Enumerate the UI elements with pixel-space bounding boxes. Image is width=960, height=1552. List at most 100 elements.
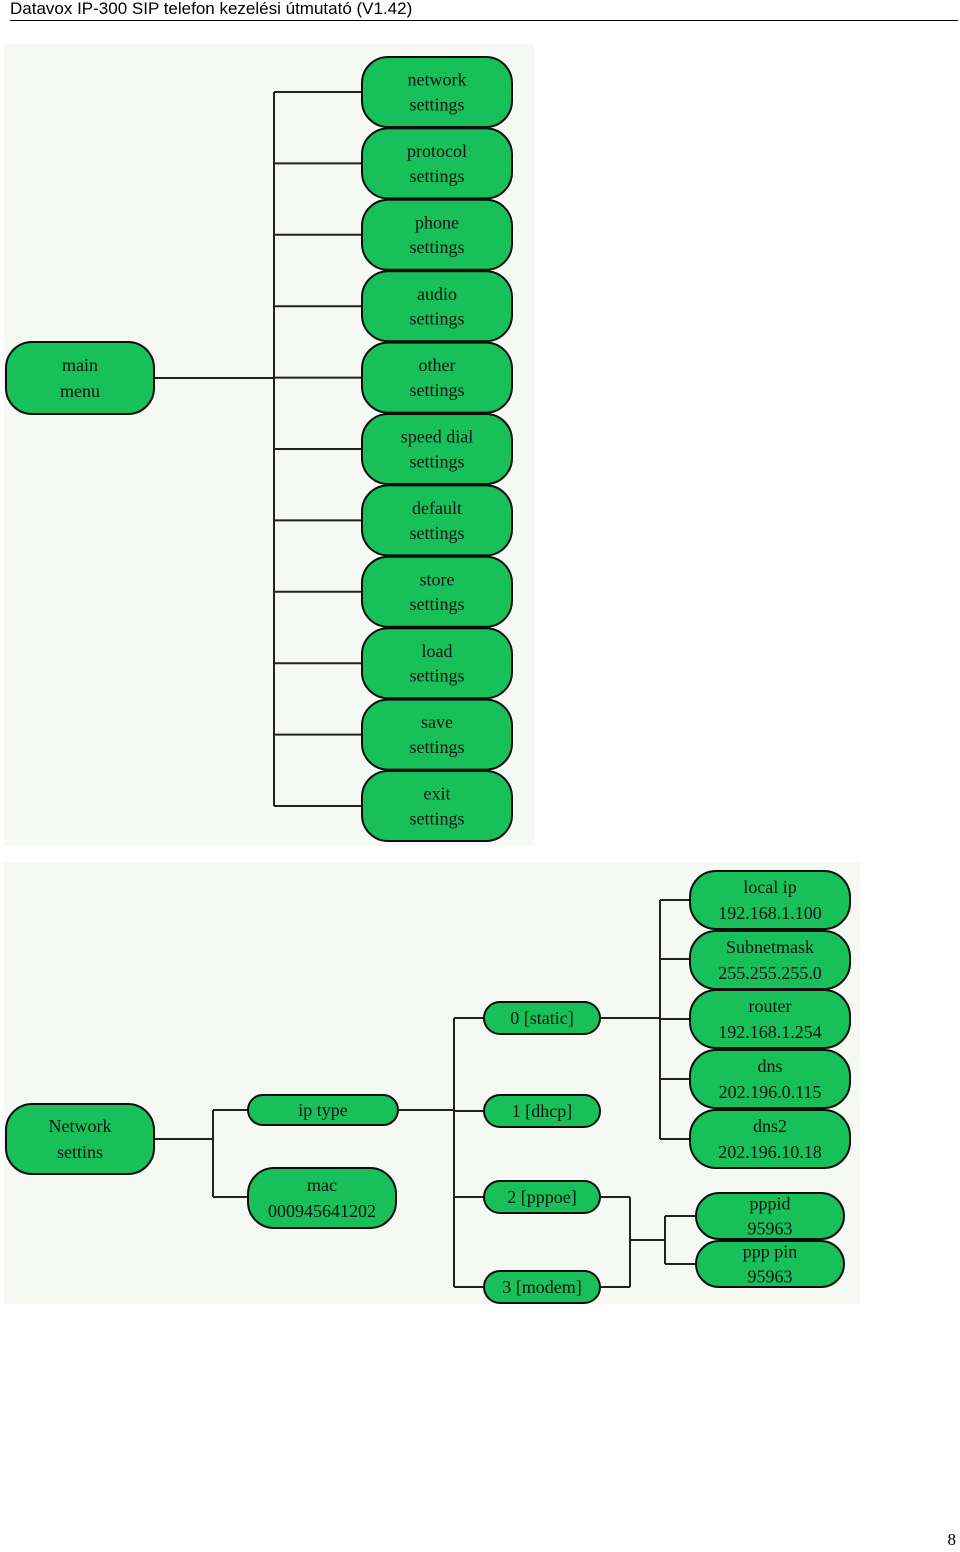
main-menu-node: main menu xyxy=(5,341,155,415)
exit-settings-node-shape xyxy=(361,770,513,842)
dns2-node-shape xyxy=(689,1109,851,1169)
router-node-label-line-2: 192.168.1.254 xyxy=(718,1022,822,1042)
network-settings-node-shape xyxy=(361,56,513,128)
pppid-node-label-line-1: pppid xyxy=(749,1194,790,1214)
network-settings-node-label-line-2: settings xyxy=(409,94,464,114)
network-settings-root-node: Network settins xyxy=(5,1103,155,1175)
mac-node-label-line-1: mac xyxy=(307,1175,337,1195)
network-settings-root-node-label-line-1: Network xyxy=(49,1116,112,1136)
dhcp-node-shape xyxy=(483,1094,601,1128)
phone-settings-node-label-line-1: phone xyxy=(415,212,459,232)
ip-type-node: ip type xyxy=(247,1094,399,1126)
ppp-pin-node-shape xyxy=(695,1240,845,1288)
modem-node-label-line-1: 3 [modem] xyxy=(502,1277,581,1297)
local-ip-node-label-line-1: local ip xyxy=(743,877,796,897)
speed-dial-settings-node-shape xyxy=(361,413,513,485)
phone-settings-node-label-line-2: settings xyxy=(409,237,464,257)
dns-node-shape xyxy=(689,1049,851,1109)
pppoe-node-label-line-1: 2 [pppoe] xyxy=(507,1187,576,1207)
default-settings-node-label-line-2: settings xyxy=(409,523,464,543)
default-settings-node-shape xyxy=(361,484,513,557)
audio-settings-node: audio settings xyxy=(361,270,513,343)
other-settings-node: other settings xyxy=(361,341,513,414)
mac-node-label-line-2: 000945641202 xyxy=(268,1201,376,1221)
ppp-pin-node-label-line-1: ppp pin xyxy=(743,1242,798,1262)
ip-type-node-shape xyxy=(247,1094,399,1126)
ip-type-node-label-line-1: ip type xyxy=(298,1100,348,1120)
local-ip-node-shape xyxy=(689,870,851,930)
subnetmask-node-label-line-2: 255.255.255.0 xyxy=(718,963,822,983)
modem-node-shape xyxy=(483,1270,601,1304)
network-settings-node-label-line-1: network xyxy=(408,70,467,90)
static-node: 0 [static] xyxy=(483,1001,601,1035)
dns-node-label-line-1: dns xyxy=(757,1056,782,1076)
local-ip-node: local ip 192.168.1.100 xyxy=(689,870,851,930)
dns2-node-label-line-2: 202.196.10.18 xyxy=(718,1142,822,1162)
router-node-shape xyxy=(689,989,851,1049)
pppid-node-shape xyxy=(695,1192,845,1240)
speed-dial-settings-node-label-line-1: speed dial xyxy=(401,427,473,447)
speed-dial-settings-node-label-line-2: settings xyxy=(409,451,464,471)
exit-settings-node-label-line-2: settings xyxy=(409,808,464,828)
dns2-node-label-line-1: dns2 xyxy=(753,1116,787,1136)
audio-settings-node-label-line-2: settings xyxy=(409,309,464,329)
pppid-node: pppid 95963 xyxy=(695,1192,845,1240)
dns-node: dns 202.196.0.115 xyxy=(689,1049,851,1109)
page-number: 8 xyxy=(947,1530,957,1549)
static-node-label-line-1: 0 [static] xyxy=(510,1008,573,1028)
network-settings-root-node-shape xyxy=(5,1103,155,1175)
save-settings-node-label-line-1: save xyxy=(421,712,453,732)
phone-settings-node: phone settings xyxy=(361,198,513,271)
speed-dial-settings-node: speed dial settings xyxy=(361,413,513,485)
document-header: Datavox IP-300 SIP telefon kezelési útmu… xyxy=(10,0,958,21)
pppoe-node: 2 [pppoe] xyxy=(483,1180,601,1214)
protocol-settings-node-shape xyxy=(361,127,513,200)
audio-settings-node-label-line-1: audio xyxy=(417,284,457,304)
network-settings-node: network settings xyxy=(361,56,513,128)
main-menu-node-label-line-2: menu xyxy=(60,381,100,401)
ppp-pin-node-label-line-2: 95963 xyxy=(748,1266,793,1286)
pppoe-node-shape xyxy=(483,1180,601,1214)
dhcp-node-label-line-1: 1 [dhcp] xyxy=(512,1101,572,1121)
save-settings-node-shape xyxy=(361,698,513,771)
main-menu-node-shape xyxy=(5,341,155,415)
other-settings-node-label-line-1: other xyxy=(419,355,456,375)
local-ip-node-label-line-2: 192.168.1.100 xyxy=(718,903,822,923)
other-settings-node-shape xyxy=(361,341,513,414)
other-settings-node-label-line-2: settings xyxy=(409,380,464,400)
load-settings-node-shape xyxy=(361,627,513,700)
pppid-node-label-line-2: 95963 xyxy=(748,1218,793,1238)
store-settings-node-label-line-1: store xyxy=(420,569,455,589)
ppp-pin-node: ppp pin 95963 xyxy=(695,1240,845,1288)
document-title: Datavox IP-300 SIP telefon kezelési útmu… xyxy=(10,0,413,18)
phone-settings-node-shape xyxy=(361,198,513,271)
dns2-node: dns2 202.196.10.18 xyxy=(689,1109,851,1169)
static-node-shape xyxy=(483,1001,601,1035)
load-settings-node-label-line-1: load xyxy=(422,641,453,661)
exit-settings-node-label-line-1: exit xyxy=(424,784,451,804)
dns-node-label-line-2: 202.196.0.115 xyxy=(719,1082,822,1102)
default-settings-node-label-line-1: default xyxy=(412,498,462,518)
load-settings-node-label-line-2: settings xyxy=(409,666,464,686)
modem-node: 3 [modem] xyxy=(483,1270,601,1304)
load-settings-node: load settings xyxy=(361,627,513,700)
store-settings-node: store settings xyxy=(361,555,513,628)
default-settings-node: default settings xyxy=(361,484,513,557)
exit-settings-node: exit settings xyxy=(361,770,513,842)
protocol-settings-node-label-line-2: settings xyxy=(409,166,464,186)
network-settings-root-node-label-line-2: settins xyxy=(57,1142,103,1162)
audio-settings-node-shape xyxy=(361,270,513,343)
mac-node-shape xyxy=(247,1167,397,1229)
router-node-label-line-1: router xyxy=(749,996,792,1016)
main-menu-node-label-line-1: main xyxy=(62,355,98,375)
store-settings-node-label-line-2: settings xyxy=(409,594,464,614)
protocol-settings-node: protocol settings xyxy=(361,127,513,200)
router-node: router 192.168.1.254 xyxy=(689,989,851,1049)
dhcp-node: 1 [dhcp] xyxy=(483,1094,601,1128)
mac-node: mac 000945641202 xyxy=(247,1167,397,1229)
store-settings-node-shape xyxy=(361,555,513,628)
protocol-settings-node-label-line-1: protocol xyxy=(407,141,467,161)
